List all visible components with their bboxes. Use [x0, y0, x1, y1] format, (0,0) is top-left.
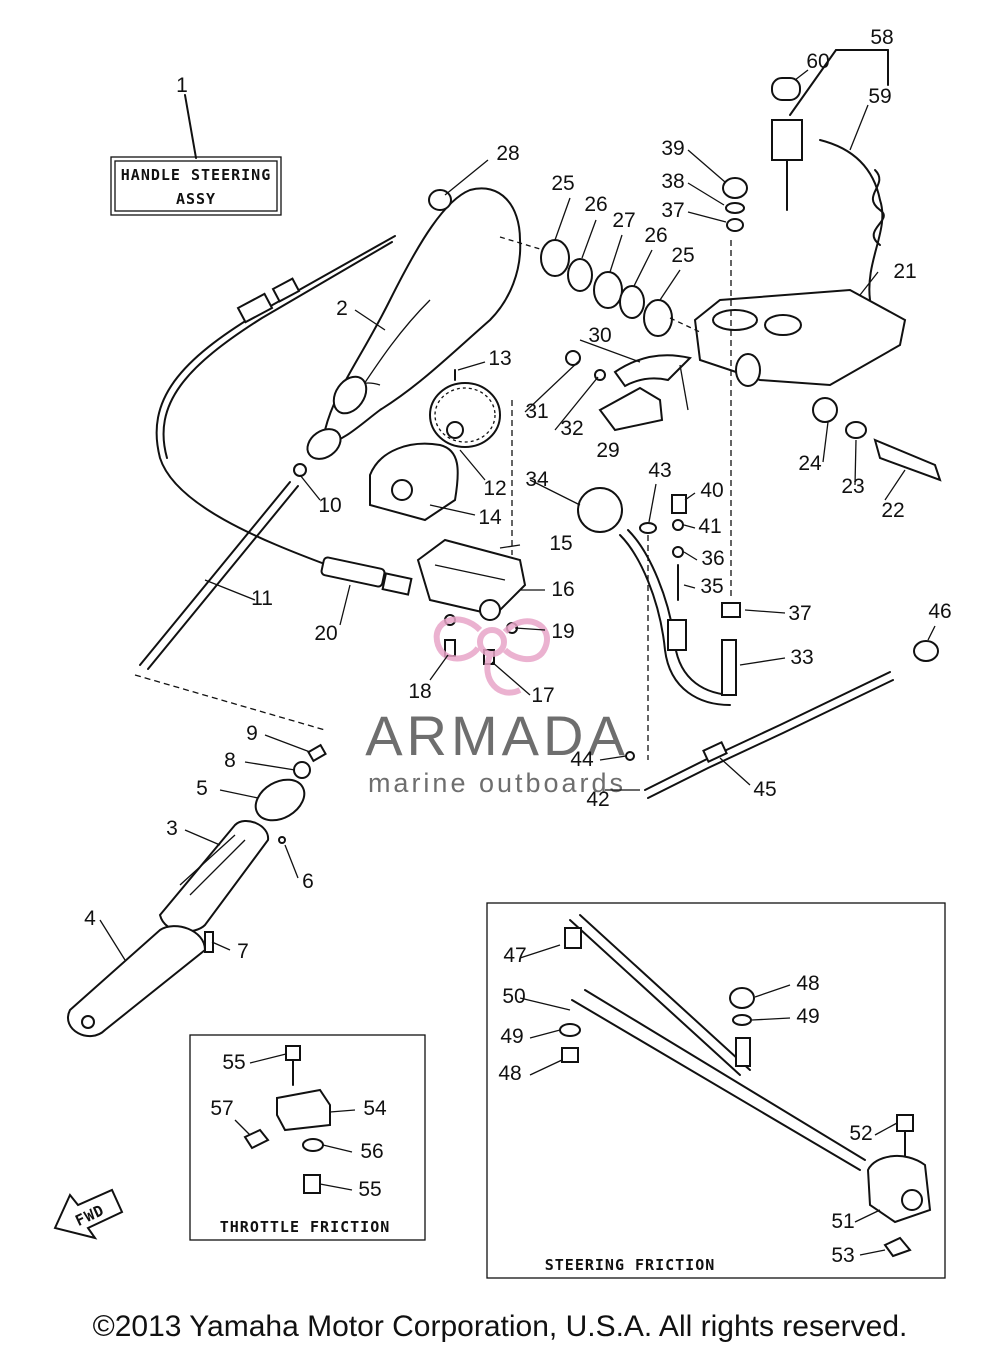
throttle-cable-upper: [155, 235, 396, 567]
callout-30: 30: [588, 324, 611, 347]
steering-bracket: [693, 288, 907, 387]
callout-40: 40: [700, 479, 723, 502]
callout-49a: 49: [796, 1005, 819, 1028]
callout-33: 33: [790, 646, 813, 669]
callout-23: 23: [841, 475, 864, 498]
handle-assy-line2: ASSY: [176, 190, 216, 208]
washers: [499, 236, 701, 337]
callout-31: 31: [525, 400, 548, 423]
callout-16: 16: [551, 578, 574, 601]
callout-35: 35: [700, 575, 723, 598]
propeller-logo-icon: [433, 616, 550, 696]
callout-13: 13: [488, 347, 511, 370]
callout-34: 34: [525, 468, 549, 491]
steering-handle: [306, 187, 522, 460]
callout-17: 17: [531, 684, 554, 707]
armada-watermark: ARMADA marine outboards: [365, 616, 629, 798]
callout-9: 9: [246, 722, 258, 745]
throttle-grip: [67, 743, 327, 1037]
throttle-gear: [369, 369, 501, 522]
kill-switch: [771, 49, 889, 301]
callout-25b: 25: [671, 244, 694, 267]
callout-12: 12: [483, 477, 506, 500]
callout-11: 11: [251, 587, 273, 610]
callout-19: 19: [551, 620, 574, 643]
callout-3: 3: [166, 817, 178, 840]
callout-60: 60: [806, 50, 829, 73]
callout-22: 22: [881, 499, 904, 522]
shift-rod: [625, 640, 939, 799]
callout-58: 58: [870, 26, 893, 49]
shift-lever: [577, 240, 741, 760]
callout-25a: 25: [551, 172, 574, 195]
callout-43: 43: [648, 459, 671, 482]
callout-14: 14: [478, 506, 502, 529]
callout-59: 59: [868, 85, 891, 108]
callout-37b: 37: [788, 602, 811, 625]
throttle-shaft: [134, 463, 326, 731]
callout-46: 46: [928, 600, 951, 623]
callout-21: 21: [893, 260, 916, 283]
watermark-name: ARMADA: [365, 704, 629, 767]
handle-assy-box: HANDLE STEERING ASSY: [110, 94, 282, 216]
callout-41: 41: [698, 515, 721, 538]
leader-lines: [99, 69, 936, 1256]
watermark-tagline: marine outboards: [368, 768, 626, 798]
callout-7: 7: [237, 940, 249, 963]
callout-32: 32: [560, 417, 583, 440]
callout-28: 28: [496, 142, 519, 165]
callout-47: 47: [503, 944, 526, 967]
callout-20: 20: [314, 622, 337, 645]
fwd-arrow: FWD: [53, 1188, 124, 1240]
callout-48b: 48: [498, 1062, 521, 1085]
steering-friction-label: STEERING FRICTION: [545, 1256, 716, 1274]
throttle-friction-label: THROTTLE FRICTION: [220, 1218, 391, 1236]
callout-8: 8: [224, 749, 236, 772]
callout-36: 36: [701, 547, 724, 570]
callout-39: 39: [661, 137, 684, 160]
callout-56: 56: [360, 1140, 383, 1163]
callout-10: 10: [318, 494, 341, 517]
callout-1: 1: [176, 74, 188, 97]
callout-26a: 26: [584, 193, 607, 216]
callout-53: 53: [831, 1244, 854, 1267]
callout-27: 27: [612, 209, 635, 232]
callout-24: 24: [798, 452, 822, 475]
steering-friction-box: STEERING FRICTION: [486, 902, 946, 1279]
callout-26b: 26: [644, 224, 667, 247]
callout-15: 15: [549, 532, 572, 555]
callout-52: 52: [849, 1122, 872, 1145]
callout-42: 42: [586, 788, 609, 811]
callout-48a: 48: [796, 972, 819, 995]
callout-44: 44: [570, 748, 594, 771]
throttle-cable-lower: [320, 556, 413, 596]
callout-29: 29: [596, 439, 619, 462]
callout-51: 51: [831, 1210, 854, 1233]
lever-bracket: [565, 350, 692, 432]
nuts: [428, 177, 748, 232]
callout-37a: 37: [661, 199, 684, 222]
throttle-friction-box: THROTTLE FRICTION: [189, 1034, 426, 1241]
callout-55b: 55: [358, 1178, 381, 1201]
callout-50: 50: [502, 985, 525, 1008]
callout-49b: 49: [500, 1025, 523, 1048]
handle-assy-line1: HANDLE STEERING: [121, 166, 271, 184]
callout-38: 38: [661, 170, 684, 193]
callout-18: 18: [408, 680, 431, 703]
callout-6: 6: [302, 870, 314, 893]
copyright-notice: ©2013 Yamaha Motor Corporation, U.S.A. A…: [92, 1310, 908, 1343]
callout-5: 5: [196, 777, 208, 800]
callout-54: 54: [363, 1097, 387, 1120]
callout-45: 45: [753, 778, 776, 801]
callout-4: 4: [84, 907, 96, 930]
callout-2: 2: [336, 297, 348, 320]
pivot-bolt: [812, 397, 942, 482]
callout-57: 57: [210, 1097, 233, 1120]
callouts: 1 2 3 4 5 6 7 8 9 10 11 12 13 14 15 16 1…: [84, 26, 952, 1267]
callout-55a: 55: [222, 1051, 245, 1074]
